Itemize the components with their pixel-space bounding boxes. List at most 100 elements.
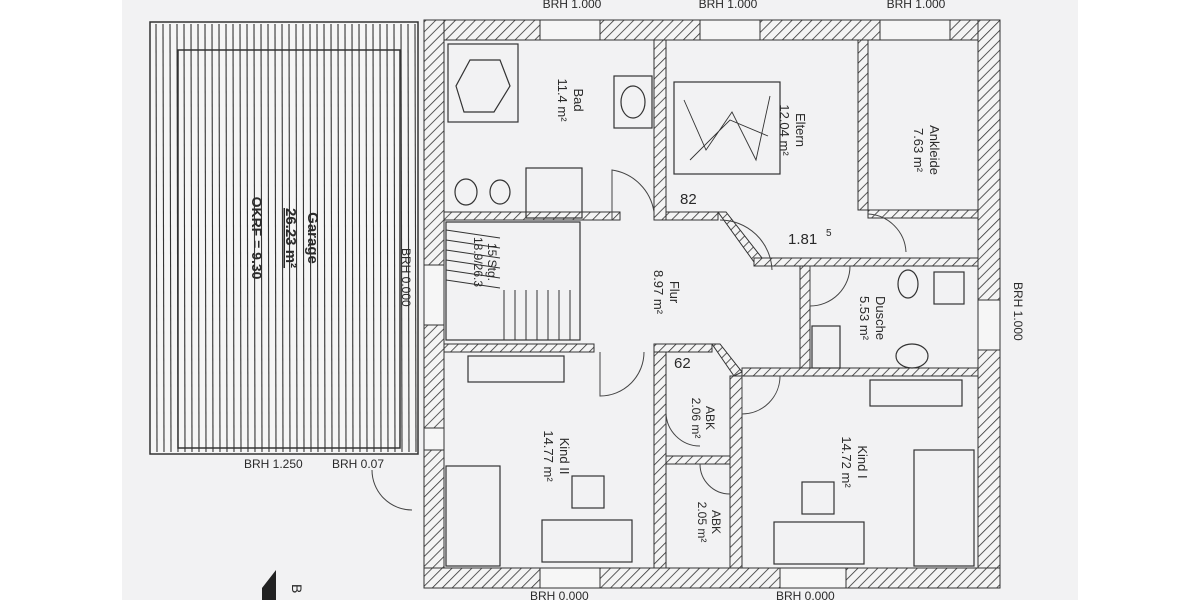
brh-bottom-left: BRH 1.250 [244,457,303,471]
roof-stripe [302,23,305,453]
room-abk-1: ABK 2.06 m² [689,398,717,439]
roof-stripe [155,23,158,453]
windows [423,19,1001,589]
brh-bottom-second: BRH 0.07 [332,457,384,471]
kind2-chair [571,475,605,509]
garage-okrf: OKRF = 9.30 [249,197,265,280]
flur-area: 8.97 m² [651,270,666,315]
dusche-name: Dusche [873,296,888,340]
roof-stripe [169,23,172,453]
roof-stripe [274,23,277,453]
eltern-area: 12.04 m² [777,104,792,156]
garage-area-label: 26.23 m² [282,208,299,268]
roof-stripe [232,23,235,453]
dimension-181-superscript: 5 [826,228,832,239]
brh-garage-side: BRH 0.000 [399,248,413,307]
dusche-cabinet [811,325,841,369]
stairs-count: 15 Stg. [485,243,499,281]
roof-stripe [253,23,256,453]
dimension-62: 62 [674,355,691,372]
roof-stripe [372,23,375,453]
brh-top-left: BRH 1.000 [543,0,602,11]
room-flur: Flur 8.97 m² [651,270,682,315]
door-swings [371,169,907,511]
roof-stripe [379,23,382,453]
brh-right: BRH 1.000 [1011,282,1025,341]
kind2-name: Kind II [557,438,572,475]
roof-stripe [218,23,221,453]
roof-stripe [337,23,340,453]
kind1-name: Kind I [855,445,870,478]
toilet-icon [454,178,478,206]
wall-eltern-ankleide [857,39,869,211]
roof-stripe [400,23,403,453]
roof-stripe [351,23,354,453]
section-arrow-icon [262,570,276,600]
roof-stripe [365,23,368,453]
dimension-181: 1.81 [788,231,817,248]
wall-kind2-top [443,343,595,353]
roof-stripe [211,23,214,453]
wall-bad-eltern [653,39,667,221]
roof-stripe [183,23,186,453]
bidet-icon [489,179,511,205]
room-abk-2: ABK 2.05 m² [695,502,723,543]
dusche-area: 5.53 m² [857,296,872,341]
kind1-bed [913,449,975,567]
roof-stripe [393,23,396,453]
furniture [445,43,975,567]
roof-stripe [323,23,326,453]
brh-bottom-b: BRH 0.000 [776,589,835,600]
brh-top-middle: BRH 1.000 [699,0,758,11]
brh-top-right: BRH 1.000 [887,0,946,11]
wall-ankleide-bottom [867,209,979,219]
stair-tread [445,269,501,279]
room-kind2: Kind II 14.77 m² [541,430,572,482]
stair-steps [445,229,571,340]
room-dusche: Dusche 5.53 m² [857,296,888,341]
wall-bad-bottom [443,211,621,221]
roof-stripe [260,23,263,453]
kind2-area: 14.77 m² [541,430,556,482]
bad-name: Bad [571,88,586,111]
roof-stripe [295,23,298,453]
wall-abk-top [653,343,713,353]
room-ankleide: Ankleide 7.63 m² [911,125,942,175]
ankleide-area: 7.63 m² [911,128,926,173]
shower-icon [455,59,511,113]
wall-abk-kind1 [729,375,743,569]
stair-tread [445,249,501,259]
eltern-name: Eltern [793,113,808,147]
room-kind1: Kind I 14.72 m² [839,436,870,488]
section-marker-label: B [289,584,305,593]
garage-name: Garage [304,212,321,264]
flur-name: Flur [667,281,682,304]
brh-bottom-a: BRH 0.000 [530,589,589,600]
bad-area: 11.4 m² [555,78,570,122]
room-eltern: Eltern 12.04 m² [777,104,808,156]
roof-stripe [204,23,207,453]
kind1-desk-2 [773,521,865,565]
shower-toilet-icon [897,269,919,299]
kind2-desk [467,355,565,383]
double-bed [673,81,781,175]
stairs-ratio: 18.9/26.3 [471,237,485,287]
stairs-label: 15 Stg. 18.9/26.3 [471,237,499,287]
abk1-name: ABK [703,406,717,430]
garage-area: Garage 26.23 m² OKRF = 9.30 [149,21,419,455]
garage-label-group: Garage 26.23 m² OKRF = 9.30 [249,197,321,280]
abk2-name: ABK [709,510,723,534]
roof-stripe [281,23,284,453]
roof-stripe [246,23,249,453]
roof-stripe [162,23,165,453]
sink-icon [620,85,646,119]
roof-stripe [239,23,242,453]
abk2-area: 2.05 m² [695,502,709,543]
roof-stripe [358,23,361,453]
roof-stripe [344,23,347,453]
wall-abk-divider [665,455,731,465]
wall-kind1-top [741,367,979,377]
roof-stripe [190,23,193,453]
